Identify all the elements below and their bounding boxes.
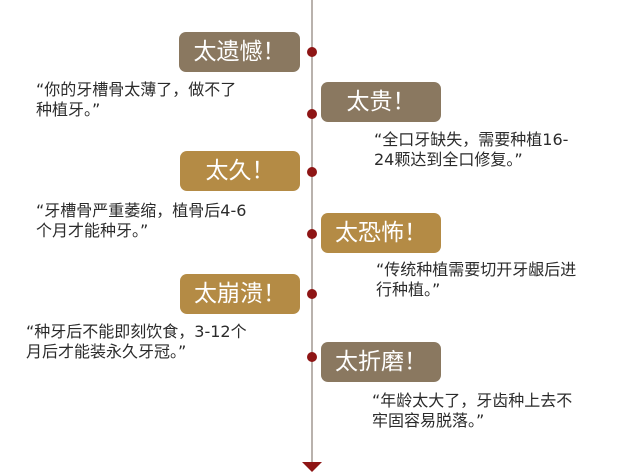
label-box-5: 太崩溃！ (180, 274, 300, 314)
label-box-3: 太久！ (180, 151, 300, 191)
timeline-dot (307, 352, 317, 362)
timeline-dot (307, 47, 317, 57)
timeline-dot (307, 167, 317, 177)
label-box-1: 太遗憾！ (179, 32, 300, 72)
label-box-6: 太折磨！ (321, 342, 441, 382)
note-text-1: “你的牙槽骨太薄了，做不了种植牙。” (36, 80, 237, 119)
note-text-2: “全口牙缺失，需要种植16-24颗达到全口修复。” (374, 130, 569, 169)
timeline-dot (307, 289, 317, 299)
timeline-arrow-icon (302, 462, 322, 472)
label-box-2: 太贵！ (321, 82, 441, 122)
note-text-6: “年龄太大了，牙齿种上去不牢固容易脱落。” (372, 391, 573, 430)
note-text-5: “种牙后不能即刻饮食，3-12个月后才能装永久牙冠。” (26, 322, 247, 361)
note-text-3: “牙槽骨严重萎缩，植骨后4-6个月才能种牙。” (36, 201, 247, 240)
label-box-4: 太恐怖！ (321, 213, 441, 253)
timeline-dot (307, 229, 317, 239)
timeline-dot (307, 109, 317, 119)
note-text-4: “传统种植需要切开牙龈后进行种植。” (376, 260, 577, 299)
